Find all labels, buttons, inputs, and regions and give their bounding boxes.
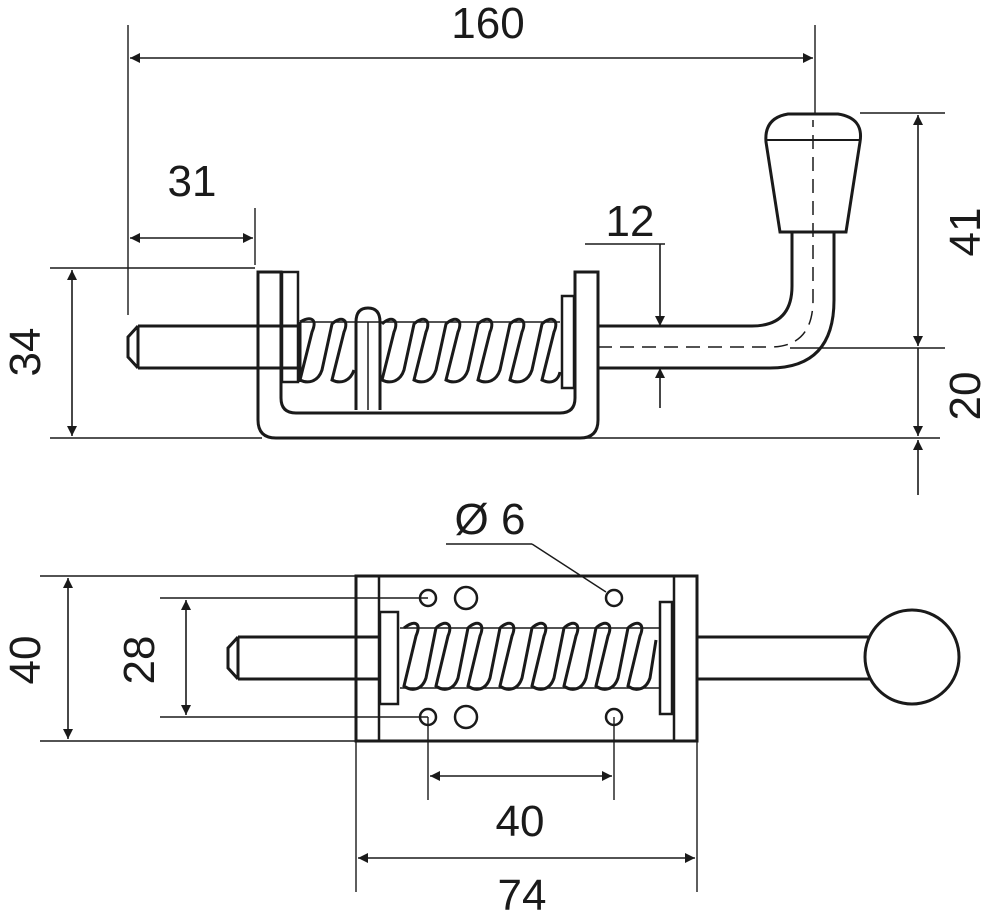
hole-bottom-large [453, 704, 479, 730]
hole-top-left [418, 588, 438, 608]
side-view: 160 31 12 34 41 20 [1, 0, 990, 495]
dim-handle-height: 41 [941, 208, 990, 257]
extension-lines-bottom [40, 543, 698, 892]
dim-lines-bottom [63, 578, 695, 863]
dim-hole-spacing-vertical: 28 [115, 636, 164, 685]
dim-bracket-offset: 31 [168, 157, 217, 206]
extension-lines-top [50, 25, 945, 439]
plunger-rod [126, 324, 300, 370]
hole-bottom-left [418, 707, 438, 727]
handle-plan [697, 608, 961, 706]
dim-lines-top [67, 53, 923, 495]
spring-plan [400, 621, 660, 691]
u-bracket [256, 270, 600, 440]
mounting-holes [418, 585, 624, 730]
plunger-rod-plan [226, 635, 380, 681]
dim-rod-offset: 12 [606, 197, 655, 246]
hole-top-right [604, 588, 624, 608]
dim-base-length: 74 [498, 871, 547, 919]
handle-rod [598, 120, 836, 370]
hole-top-large [453, 585, 479, 611]
dim-base-height: 40 [1, 636, 50, 685]
spring-plates [280, 270, 576, 390]
dim-overall-length: 160 [451, 0, 524, 48]
knob-side [764, 112, 863, 234]
spring-side [298, 317, 562, 384]
knob-plan [863, 608, 961, 706]
dim-bracket-height: 34 [1, 328, 50, 377]
dim-hole-spacing-horizontal: 40 [496, 797, 545, 846]
stop-pin [354, 306, 382, 410]
plan-view: Ø 6 40 28 40 74 [1, 495, 961, 919]
flanges-plan [354, 574, 699, 743]
dim-hole-diameter: Ø 6 [455, 495, 526, 544]
dim-rod-height: 20 [941, 372, 990, 421]
hole-bottom-right [604, 707, 624, 727]
